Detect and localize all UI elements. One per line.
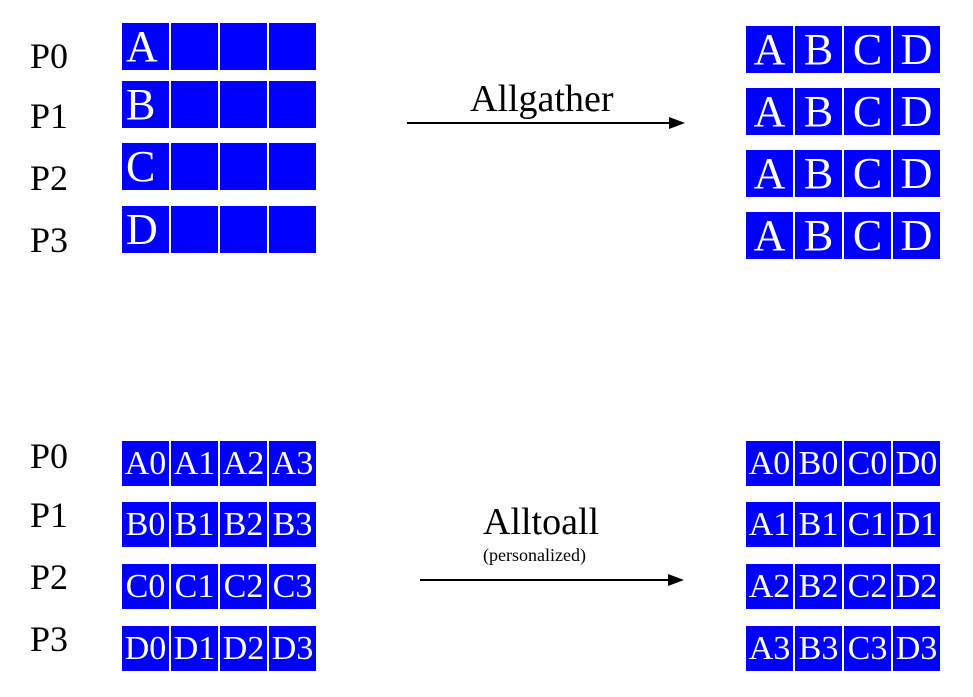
buffer-cell: A [746, 88, 793, 135]
alltoall-subtitle: (personalized) [483, 545, 586, 565]
buffer-cell: B3 [795, 626, 842, 671]
alltoall-title: Alltoall [483, 501, 600, 543]
buffer-cell: C3 [269, 564, 316, 609]
alltoall-arrow-icon [420, 574, 684, 586]
allgather-label-p3: P3 [30, 220, 69, 260]
allgather-label-p1: P1 [30, 96, 69, 136]
alltoall-before-row-p0: A0 A1 A2 A3 [122, 441, 316, 486]
buffer-cell: A2 [746, 564, 793, 609]
buffer-cell: D3 [893, 626, 940, 671]
buffer-cell: D2 [893, 564, 940, 609]
buffer-cell: A [746, 26, 793, 73]
alltoall-before-row-p1: B0 B1 B2 B3 [122, 502, 316, 547]
alltoall-label-p2: P2 [30, 557, 69, 597]
buffer-cell: B [795, 88, 842, 135]
buffer-cell: D2 [220, 626, 267, 671]
allgather-after-row-p1: A B C D [746, 88, 940, 135]
alltoall-after-row-p1: A1 B1 C1 D1 [746, 502, 940, 547]
buffer-cell: B0 [795, 441, 842, 486]
buffer-cell: B2 [795, 564, 842, 609]
buffer-cell: A3 [269, 441, 316, 486]
allgather-after-row-p3: A B C D [746, 212, 940, 259]
buffer-cell [220, 206, 267, 253]
allgather-before-row-p2: C [122, 143, 316, 190]
buffer-cell: C [844, 212, 891, 259]
buffer-cell: C0 [122, 564, 169, 609]
allgather-label-p2: P2 [30, 158, 69, 198]
buffer-cell: B2 [220, 502, 267, 547]
buffer-cell: B [795, 150, 842, 197]
buffer-cell [220, 81, 267, 128]
buffer-cell [269, 206, 316, 253]
buffer-cell: A [122, 23, 169, 70]
allgather-label-p0: P0 [30, 36, 69, 76]
buffer-cell: A1 [746, 502, 793, 547]
buffer-cell: C [844, 88, 891, 135]
buffer-cell: B3 [269, 502, 316, 547]
buffer-cell [269, 23, 316, 70]
buffer-cell: A0 [122, 441, 169, 486]
allgather-before-row-p1: B [122, 81, 316, 128]
buffer-cell: C2 [844, 564, 891, 609]
allgather-before-row-p0: A [122, 23, 316, 70]
buffer-cell: D3 [269, 626, 316, 671]
buffer-cell: A3 [746, 626, 793, 671]
alltoall-label-p1: P1 [30, 495, 69, 535]
buffer-cell: B [122, 81, 169, 128]
buffer-cell: C [844, 150, 891, 197]
buffer-cell: B0 [122, 502, 169, 547]
buffer-cell: D [893, 88, 940, 135]
buffer-cell: A0 [746, 441, 793, 486]
alltoall-before-row-p2: C0 C1 C2 C3 [122, 564, 316, 609]
buffer-cell [269, 81, 316, 128]
buffer-cell [220, 143, 267, 190]
allgather-after-row-p0: A B C D [746, 26, 940, 73]
buffer-cell: C [844, 26, 891, 73]
buffer-cell: B [795, 212, 842, 259]
alltoall-after-row-p3: A3 B3 C3 D3 [746, 626, 940, 671]
buffer-cell: B1 [795, 502, 842, 547]
buffer-cell: C3 [844, 626, 891, 671]
buffer-cell: D [893, 26, 940, 73]
buffer-cell: D1 [893, 502, 940, 547]
alltoall-before-row-p3: D0 D1 D2 D3 [122, 626, 316, 671]
buffer-cell: B1 [171, 502, 218, 547]
alltoall-after-row-p2: A2 B2 C2 D2 [746, 564, 940, 609]
allgather-arrow-icon [407, 117, 685, 129]
allgather-before-row-p3: D [122, 206, 316, 253]
buffer-cell: D [893, 212, 940, 259]
buffer-cell: C2 [220, 564, 267, 609]
buffer-cell [171, 23, 218, 70]
buffer-cell [171, 143, 218, 190]
buffer-cell: C [122, 143, 169, 190]
allgather-after-row-p2: A B C D [746, 150, 940, 197]
buffer-cell: A1 [171, 441, 218, 486]
buffer-cell: D [122, 206, 169, 253]
buffer-cell: C0 [844, 441, 891, 486]
buffer-cell [171, 206, 218, 253]
buffer-cell: D0 [122, 626, 169, 671]
buffer-cell [220, 23, 267, 70]
buffer-cell: D [893, 150, 940, 197]
allgather-title: Allgather [470, 78, 614, 120]
buffer-cell: A [746, 212, 793, 259]
alltoall-label-p0: P0 [30, 436, 69, 476]
buffer-cell: D1 [171, 626, 218, 671]
buffer-cell [171, 81, 218, 128]
buffer-cell: A [746, 150, 793, 197]
buffer-cell: B [795, 26, 842, 73]
buffer-cell [269, 143, 316, 190]
buffer-cell: A2 [220, 441, 267, 486]
alltoall-after-row-p0: A0 B0 C0 D0 [746, 441, 940, 486]
alltoall-label-p3: P3 [30, 619, 69, 659]
buffer-cell: D0 [893, 441, 940, 486]
buffer-cell: C1 [844, 502, 891, 547]
buffer-cell: C1 [171, 564, 218, 609]
